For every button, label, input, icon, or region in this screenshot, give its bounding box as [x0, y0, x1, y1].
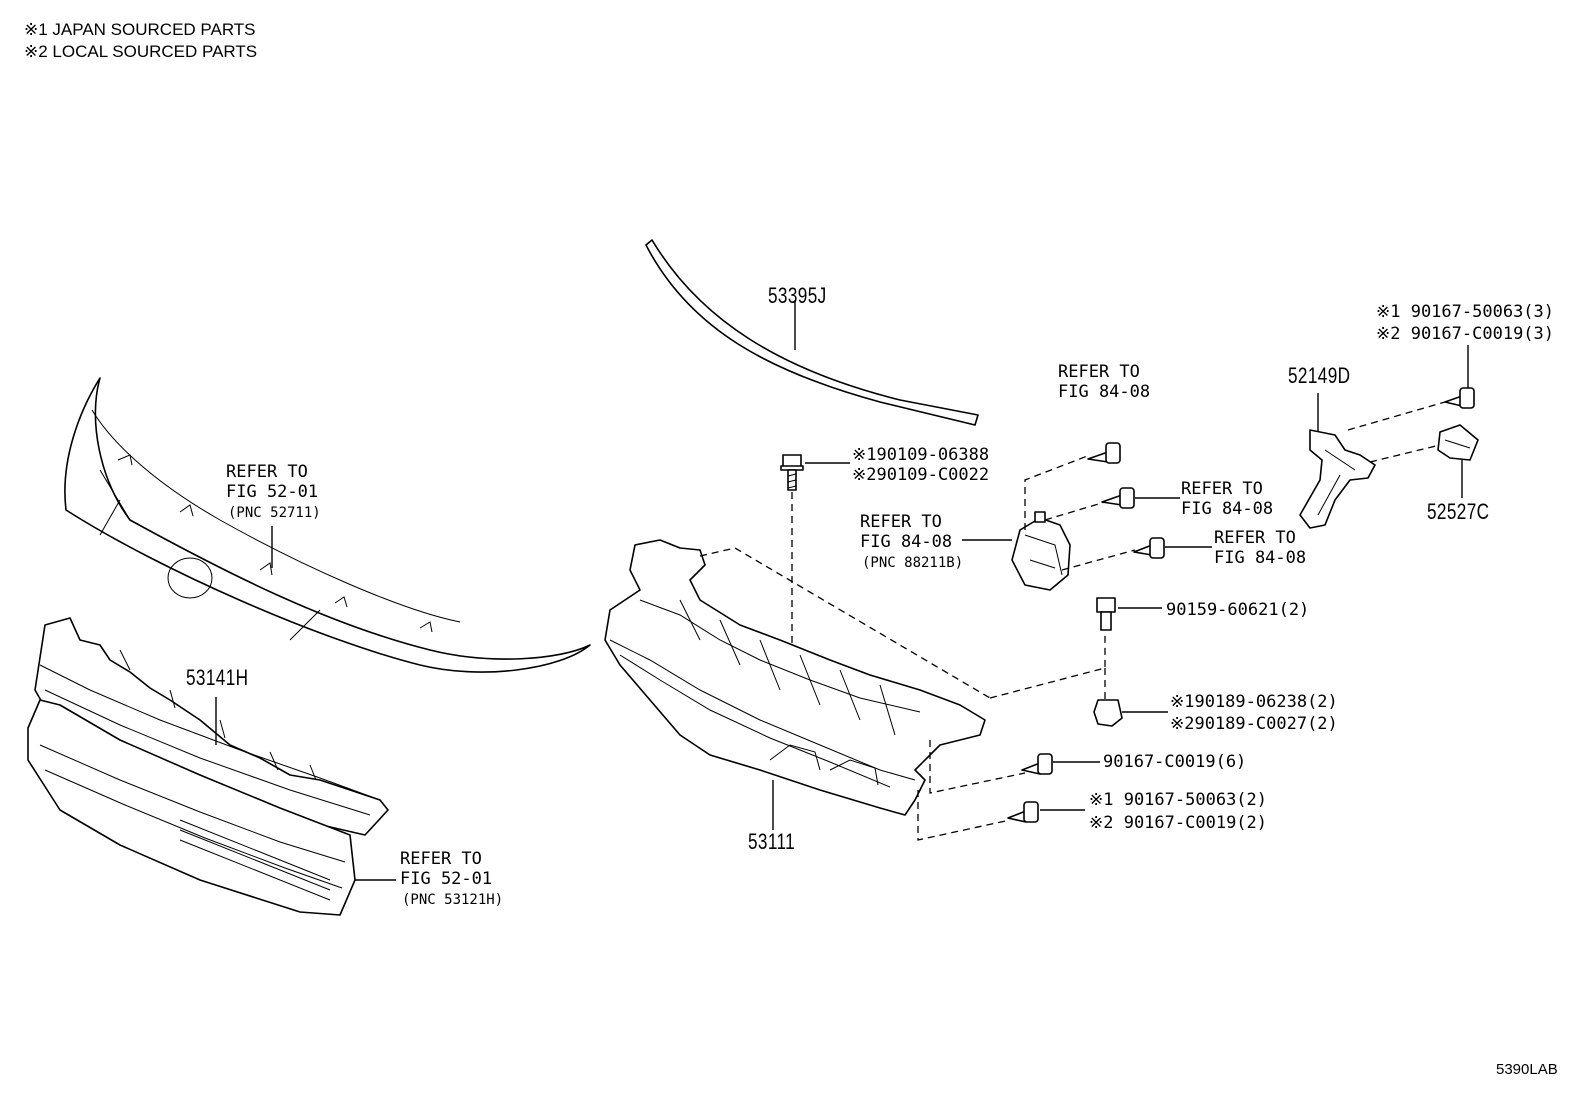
- refer-bolt-top-line1: REFER TO: [1058, 362, 1140, 382]
- part-number-53141H: 53141H: [186, 665, 249, 690]
- bolt-90159-icon: [1096, 597, 1116, 631]
- refer-module-line2: FIG 84-08: [860, 532, 953, 552]
- screw-52149D-local: ※2 90167-C0019(3): [1376, 324, 1555, 344]
- refer-bolt-top-line2: FIG 84-08: [1058, 382, 1151, 402]
- grille-frame-53141H: [34, 617, 389, 836]
- screw-icon: [1101, 487, 1135, 509]
- clip-52527C: [1437, 424, 1479, 461]
- screw-icon: [1133, 537, 1165, 559]
- refer-lower-grille-pnc: (PNC 53121H): [402, 892, 504, 908]
- screw-90167-2-local: ※2 90167-C0019(2): [1089, 813, 1268, 833]
- screw-52149D-japan: ※1 90167-50063(3): [1376, 302, 1555, 322]
- note-japan-sourced: ※1 JAPAN SOURCED PARTS: [24, 20, 256, 39]
- support-bracket-53111: [604, 539, 986, 816]
- upper-grille: [64, 377, 591, 673]
- screw-90167-icon: [1007, 801, 1039, 823]
- refer-bolt-low-line2: FIG 84-08: [1214, 548, 1307, 568]
- refer-module-pnc: (PNC 88211B): [862, 555, 964, 571]
- part-number-53395J: 53395J: [768, 283, 827, 308]
- screw-90167-6-number: 90167-C0019(6): [1103, 752, 1247, 772]
- part-number-52149D: 52149D: [1288, 363, 1351, 388]
- nut-90189-japan: ※190189-06238(2): [1170, 692, 1338, 712]
- refer-bolt-mid-line1: REFER TO: [1181, 479, 1263, 499]
- note-local-sourced: ※2 LOCAL SOURCED PARTS: [24, 42, 258, 61]
- bolt-90109-icon: [780, 454, 804, 491]
- screw-90167-icon: [1444, 387, 1475, 409]
- screw-icon: [1087, 442, 1121, 464]
- refer-upper-grille-pnc: (PNC 52711): [228, 505, 321, 521]
- screw-90167-icon: [1021, 753, 1053, 775]
- nut-90189-icon: [1093, 699, 1123, 727]
- molding-strip-53395J: [645, 239, 979, 426]
- bolt-90159-number: 90159-60621(2): [1166, 600, 1310, 620]
- bracket-52149D: [1299, 429, 1376, 529]
- part-number-53111: 53111: [748, 829, 796, 854]
- refer-upper-grille-line2: FIG 52-01: [226, 482, 319, 502]
- refer-module-line1: REFER TO: [860, 512, 942, 532]
- part-number-52527C: 52527C: [1427, 499, 1490, 524]
- bolt-90109-local: ※290109-C0022: [852, 465, 990, 485]
- lower-grille: [27, 699, 356, 916]
- refer-upper-grille-line1: REFER TO: [226, 462, 308, 482]
- refer-bolt-low-line1: REFER TO: [1214, 528, 1296, 548]
- refer-bolt-mid-line2: FIG 84-08: [1181, 499, 1274, 519]
- refer-lower-grille-line2: FIG 52-01: [400, 869, 493, 889]
- bolt-90109-japan: ※190109-06388: [852, 445, 990, 465]
- nut-90189-local: ※290189-C0027(2): [1170, 714, 1338, 734]
- screw-90167-2-japan: ※1 90167-50063(2): [1089, 790, 1268, 810]
- sensor-module-icon: [1011, 511, 1071, 591]
- refer-lower-grille-line1: REFER TO: [400, 849, 482, 869]
- figure-code: 5390LAB: [1496, 1061, 1558, 1078]
